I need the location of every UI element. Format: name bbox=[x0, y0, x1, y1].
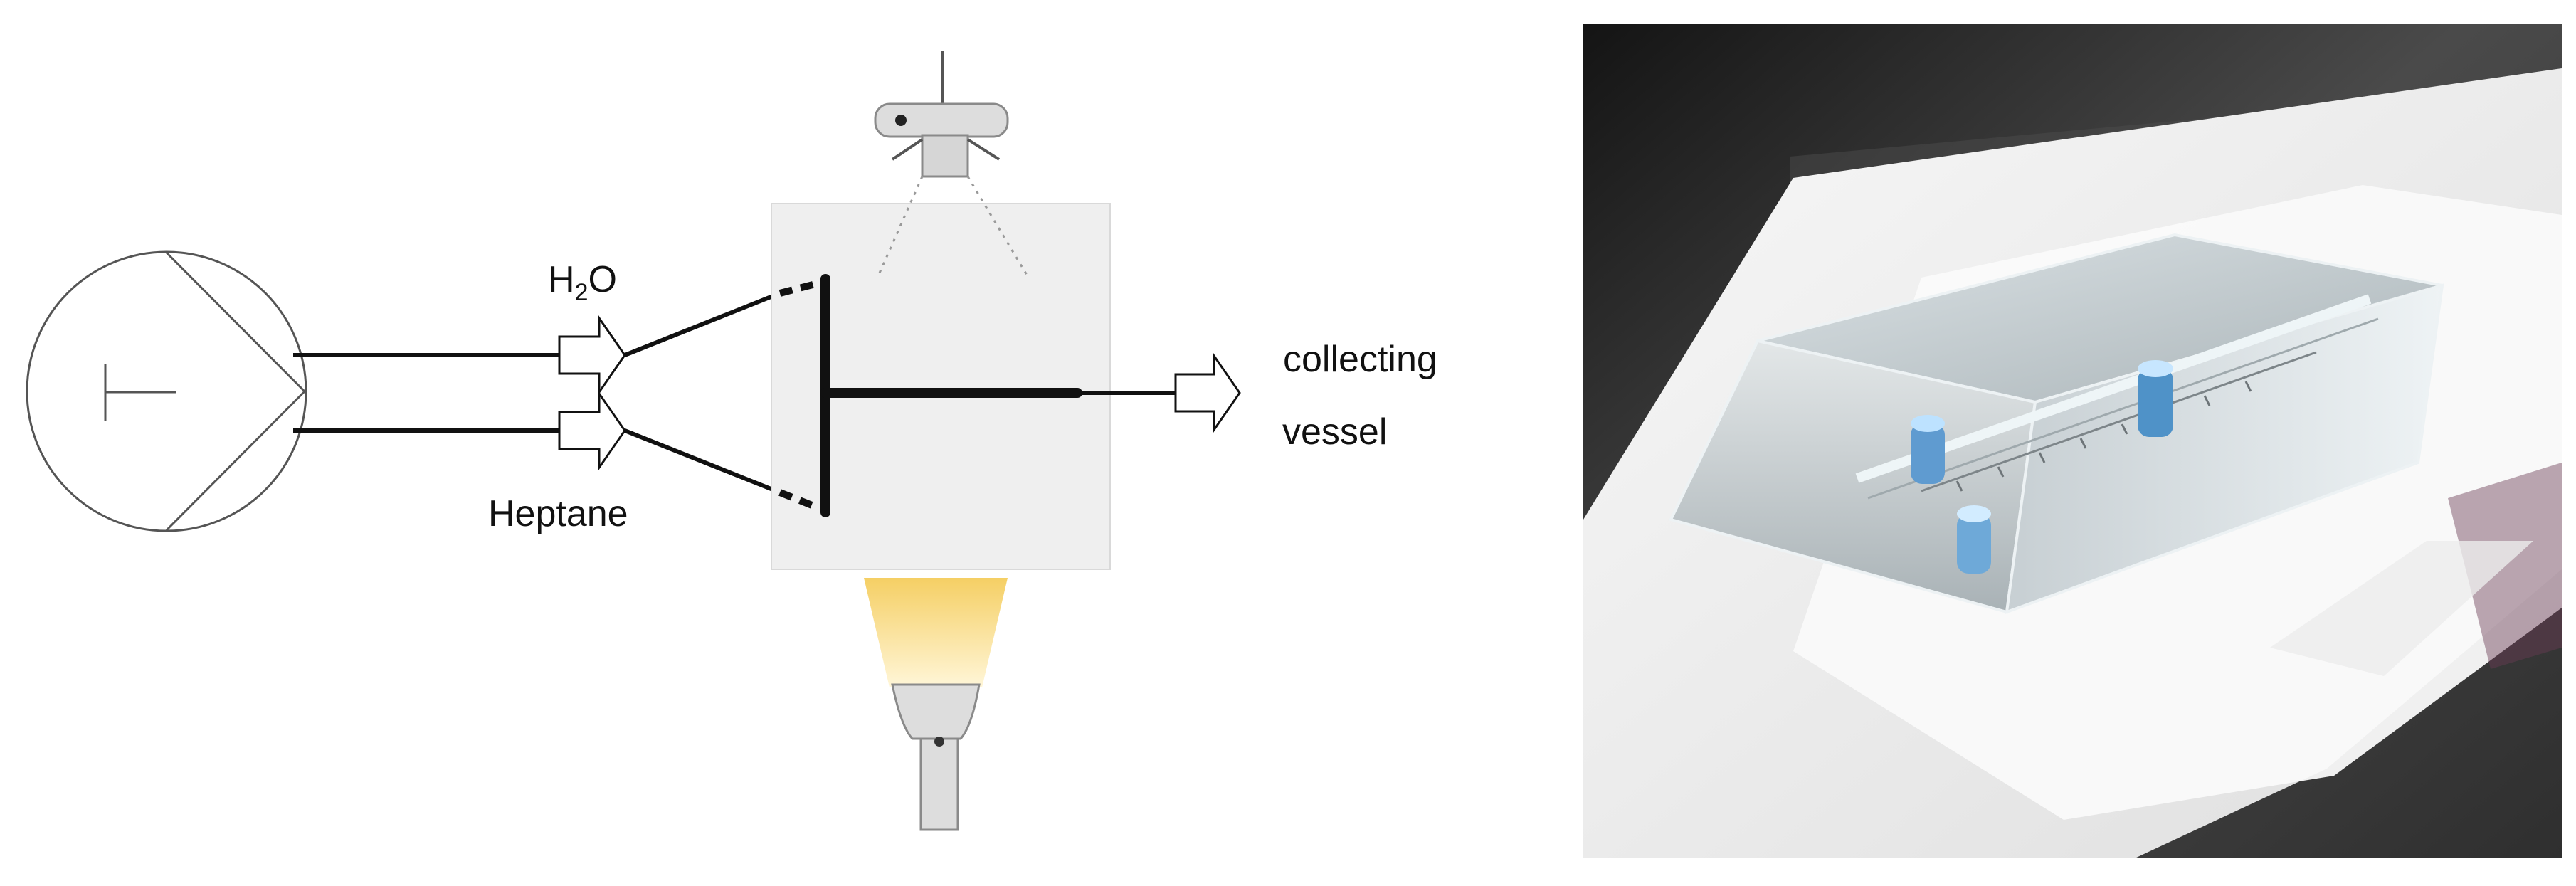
ruler-ticks bbox=[1955, 381, 2252, 492]
camera-view-right bbox=[966, 176, 1029, 277]
heptane-to-chip-line bbox=[623, 428, 781, 495]
water-label: H2O bbox=[548, 259, 617, 306]
camera-view-left bbox=[877, 176, 924, 277]
light-source-dot bbox=[934, 737, 944, 747]
light-source-stand bbox=[919, 737, 959, 831]
water-to-chip-line bbox=[623, 291, 781, 357]
blue-connector-center bbox=[1957, 505, 1991, 574]
ruler-line bbox=[1921, 351, 2317, 492]
camera-right-leg bbox=[966, 138, 1001, 161]
light-cone bbox=[864, 578, 1008, 687]
heptane-arrow-icon bbox=[558, 390, 626, 471]
collecting-label-line-1: collecting bbox=[1283, 339, 1437, 380]
camera-body-icon bbox=[874, 102, 1009, 138]
water-arrow-icon bbox=[558, 315, 626, 396]
white-stand bbox=[2270, 541, 2533, 676]
outlet-arrow-icon bbox=[1174, 352, 1241, 433]
light-source-head bbox=[891, 683, 981, 740]
schematic-diagram: H2O Heptane collecting vessel bbox=[26, 51, 1437, 831]
device-photo bbox=[1583, 24, 2562, 858]
camera-lens-dot bbox=[895, 115, 907, 126]
pump-triangle-icon bbox=[165, 251, 307, 532]
heptane-entry-channel bbox=[778, 489, 817, 510]
camera-left-leg bbox=[891, 138, 924, 161]
collecting-label-line-2: vessel bbox=[1282, 411, 1387, 453]
heptane-label: Heptane bbox=[488, 493, 628, 534]
blue-connector-right bbox=[2138, 360, 2173, 437]
chip-inner-line bbox=[1867, 317, 2379, 500]
blue-connector-left bbox=[1911, 415, 1945, 484]
water-entry-channel bbox=[778, 280, 817, 297]
camera-mount bbox=[921, 134, 969, 178]
